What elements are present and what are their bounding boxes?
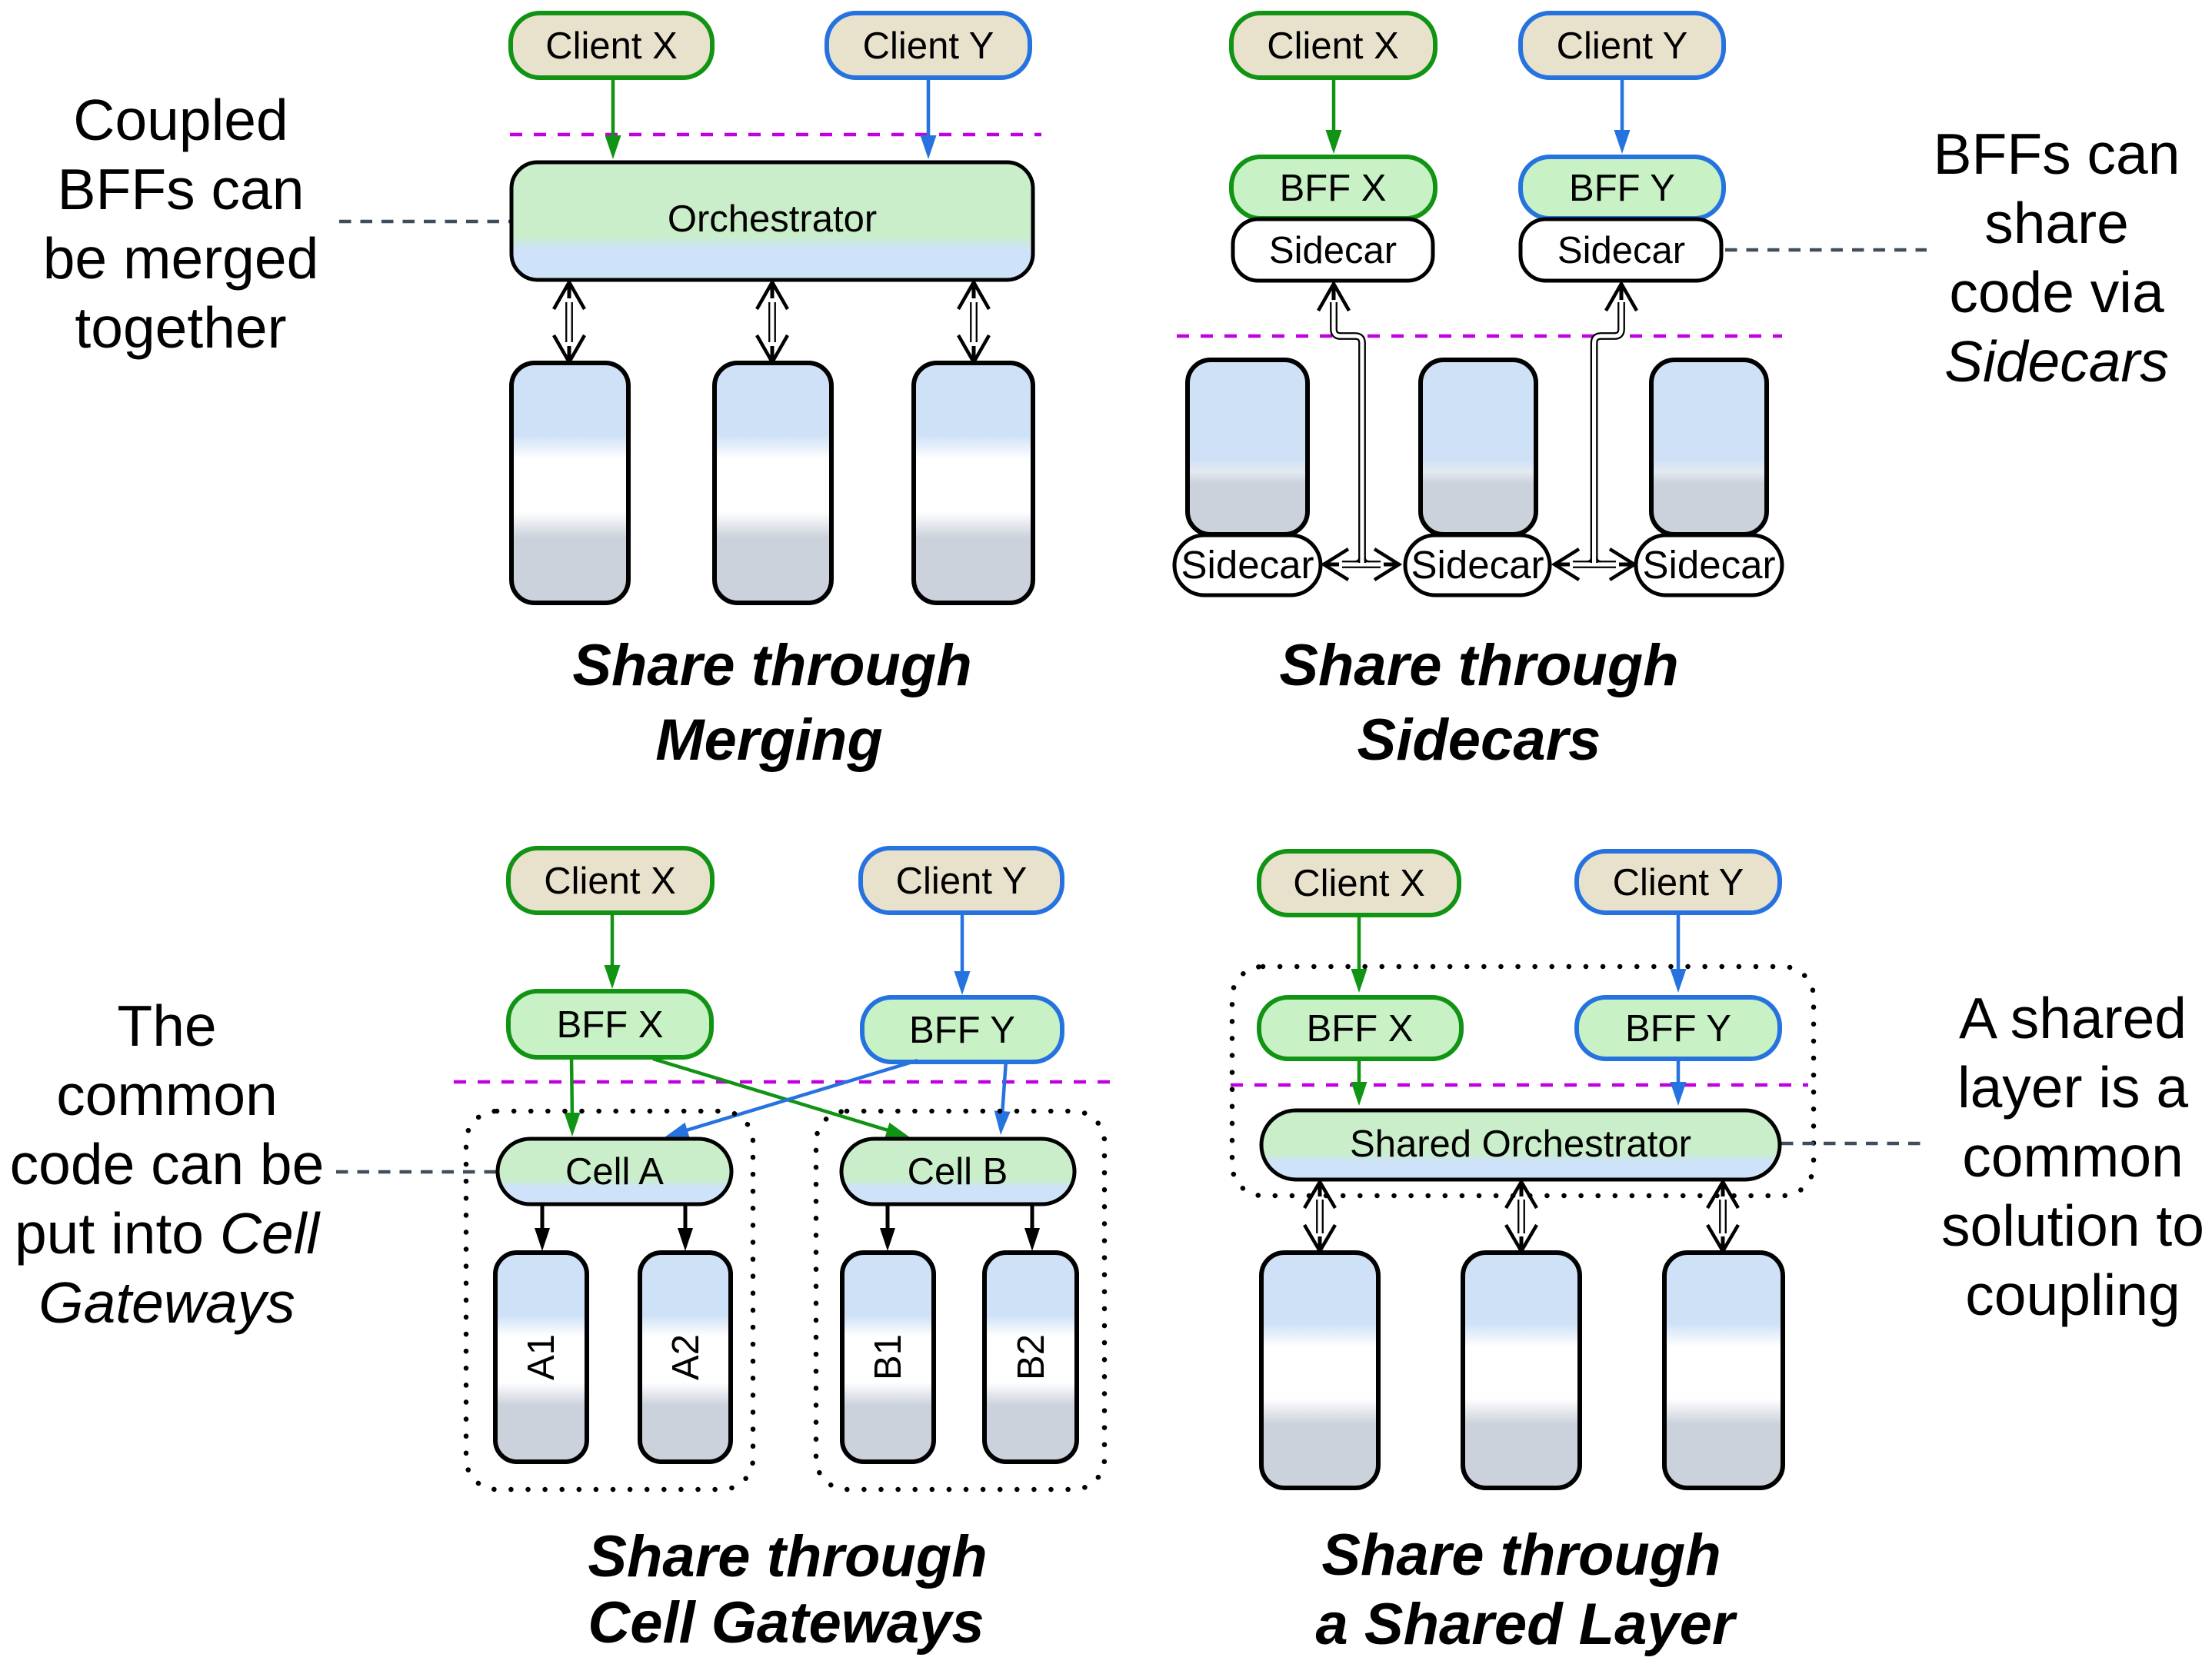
svg-text:BFF Y: BFF Y bbox=[1569, 168, 1675, 209]
svg-text:code via: code via bbox=[1949, 260, 2164, 324]
svg-text:Sidecar: Sidecar bbox=[1269, 230, 1397, 271]
svg-text:Share through: Share through bbox=[572, 633, 971, 698]
svg-text:share: share bbox=[1984, 191, 2129, 255]
svg-text:Gateways: Gateways bbox=[38, 1270, 295, 1335]
svg-text:common: common bbox=[1962, 1124, 2184, 1189]
svg-text:Cell B: Cell B bbox=[908, 1151, 1008, 1193]
svg-text:Client X: Client X bbox=[1293, 863, 1425, 904]
svg-text:Client X: Client X bbox=[545, 25, 678, 67]
svg-text:Sidecar: Sidecar bbox=[1557, 230, 1685, 271]
svg-text:Share through: Share through bbox=[1279, 633, 1678, 698]
svg-text:Client X: Client X bbox=[1267, 25, 1399, 67]
svg-text:Cell A: Cell A bbox=[565, 1151, 664, 1193]
svg-text:Sidecars: Sidecars bbox=[1944, 329, 2169, 394]
svg-text:layer is a: layer is a bbox=[1957, 1055, 2188, 1120]
svg-text:A2: A2 bbox=[665, 1334, 707, 1380]
svg-text:BFFs can: BFFs can bbox=[58, 157, 305, 221]
svg-text:Share through: Share through bbox=[1321, 1523, 1721, 1588]
svg-text:Client Y: Client Y bbox=[896, 860, 1028, 902]
svg-text:The: The bbox=[117, 993, 216, 1058]
svg-text:Share through: Share through bbox=[588, 1524, 987, 1589]
svg-text:together: together bbox=[75, 295, 286, 360]
svg-text:be merged: be merged bbox=[43, 226, 319, 291]
svg-text:common: common bbox=[56, 1063, 278, 1127]
svg-text:A1: A1 bbox=[521, 1334, 562, 1380]
svg-text:Client Y: Client Y bbox=[863, 25, 994, 67]
svg-text:Orchestrator: Orchestrator bbox=[668, 198, 877, 240]
svg-text:Shared Orchestrator: Shared Orchestrator bbox=[1350, 1123, 1691, 1165]
svg-text:Sidecar: Sidecar bbox=[1181, 543, 1314, 587]
svg-text:Coupled: Coupled bbox=[73, 88, 288, 152]
svg-text:put into Cell: put into Cell bbox=[15, 1201, 321, 1266]
svg-text:B1: B1 bbox=[868, 1334, 909, 1380]
svg-text:B2: B2 bbox=[1011, 1334, 1052, 1380]
svg-text:BFF X: BFF X bbox=[557, 1004, 664, 1046]
svg-text:Cell Gateways: Cell Gateways bbox=[588, 1590, 984, 1656]
svg-text:BFFs can: BFFs can bbox=[1934, 121, 2180, 186]
svg-text:Sidecar: Sidecar bbox=[1411, 543, 1544, 587]
svg-text:Client Y: Client Y bbox=[1557, 25, 1688, 67]
svg-text:Merging: Merging bbox=[655, 707, 883, 773]
svg-text:Client X: Client X bbox=[544, 860, 676, 902]
svg-text:a Shared Layer: a Shared Layer bbox=[1316, 1592, 1738, 1657]
svg-text:coupling: coupling bbox=[1965, 1263, 2180, 1327]
svg-text:BFF X: BFF X bbox=[1280, 168, 1387, 209]
svg-text:Sidecar: Sidecar bbox=[1643, 543, 1776, 587]
svg-text:Client Y: Client Y bbox=[1613, 862, 1744, 904]
svg-text:code can be: code can be bbox=[10, 1132, 325, 1196]
svg-text:Sidecars: Sidecars bbox=[1358, 707, 1601, 773]
svg-text:BFF X: BFF X bbox=[1307, 1008, 1414, 1050]
svg-text:A shared: A shared bbox=[1959, 986, 2187, 1050]
svg-text:solution to: solution to bbox=[1941, 1193, 2204, 1258]
svg-text:BFF Y: BFF Y bbox=[1625, 1008, 1731, 1050]
svg-text:BFF Y: BFF Y bbox=[909, 1010, 1015, 1051]
